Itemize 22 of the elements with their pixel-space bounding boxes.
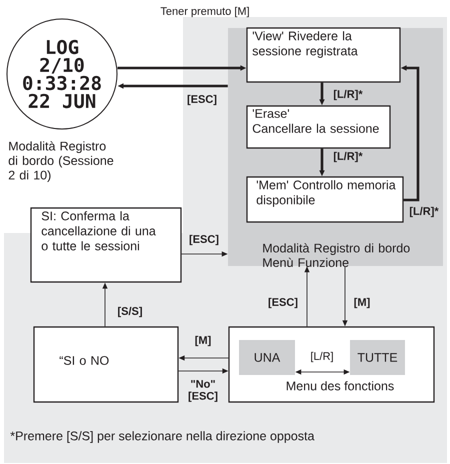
footnote: *Premere [S/S] per selezionare nella direzione opposta [10, 431, 314, 443]
watch-display: LOG 2/10 0:33:28 22 JUN [6, 18, 118, 130]
confirm-box: SI: Conferma la cancellazione di una o tutte le sessioni [30, 207, 182, 283]
edge-label: [L/R] [311, 352, 333, 362]
menu-box: 'Erase' Cancellare la sessione [246, 105, 391, 149]
edge-label: [ESC] [268, 298, 298, 308]
node-label: Modalità Registro di bordo (Sessione 2 di 10) [8, 141, 114, 182]
edge-label: [M] [195, 336, 211, 346]
option-field: UNA [239, 340, 295, 375]
edge-label: [ESC] [188, 94, 216, 106]
menu-box: 'Mem' Controllo memoria disponibile [246, 176, 404, 223]
menu-box: 'View' Rivedere la sessione registrata [246, 27, 401, 83]
edge-label: [L/R]* [334, 90, 363, 100]
edge-label: [ESC] [190, 234, 218, 246]
option-field: TUTTE [350, 340, 405, 375]
edge-label: Tener premuto [M] [160, 6, 249, 18]
edge-label: [L/R]* [410, 206, 439, 218]
edge-label: "No" [ESC] [188, 380, 218, 402]
edge-label: [L/R]* [334, 152, 363, 162]
edge-label: [M] [354, 298, 370, 308]
choice-box: “SI o NO [33, 326, 179, 403]
edge-label: [S/S] [118, 306, 142, 318]
